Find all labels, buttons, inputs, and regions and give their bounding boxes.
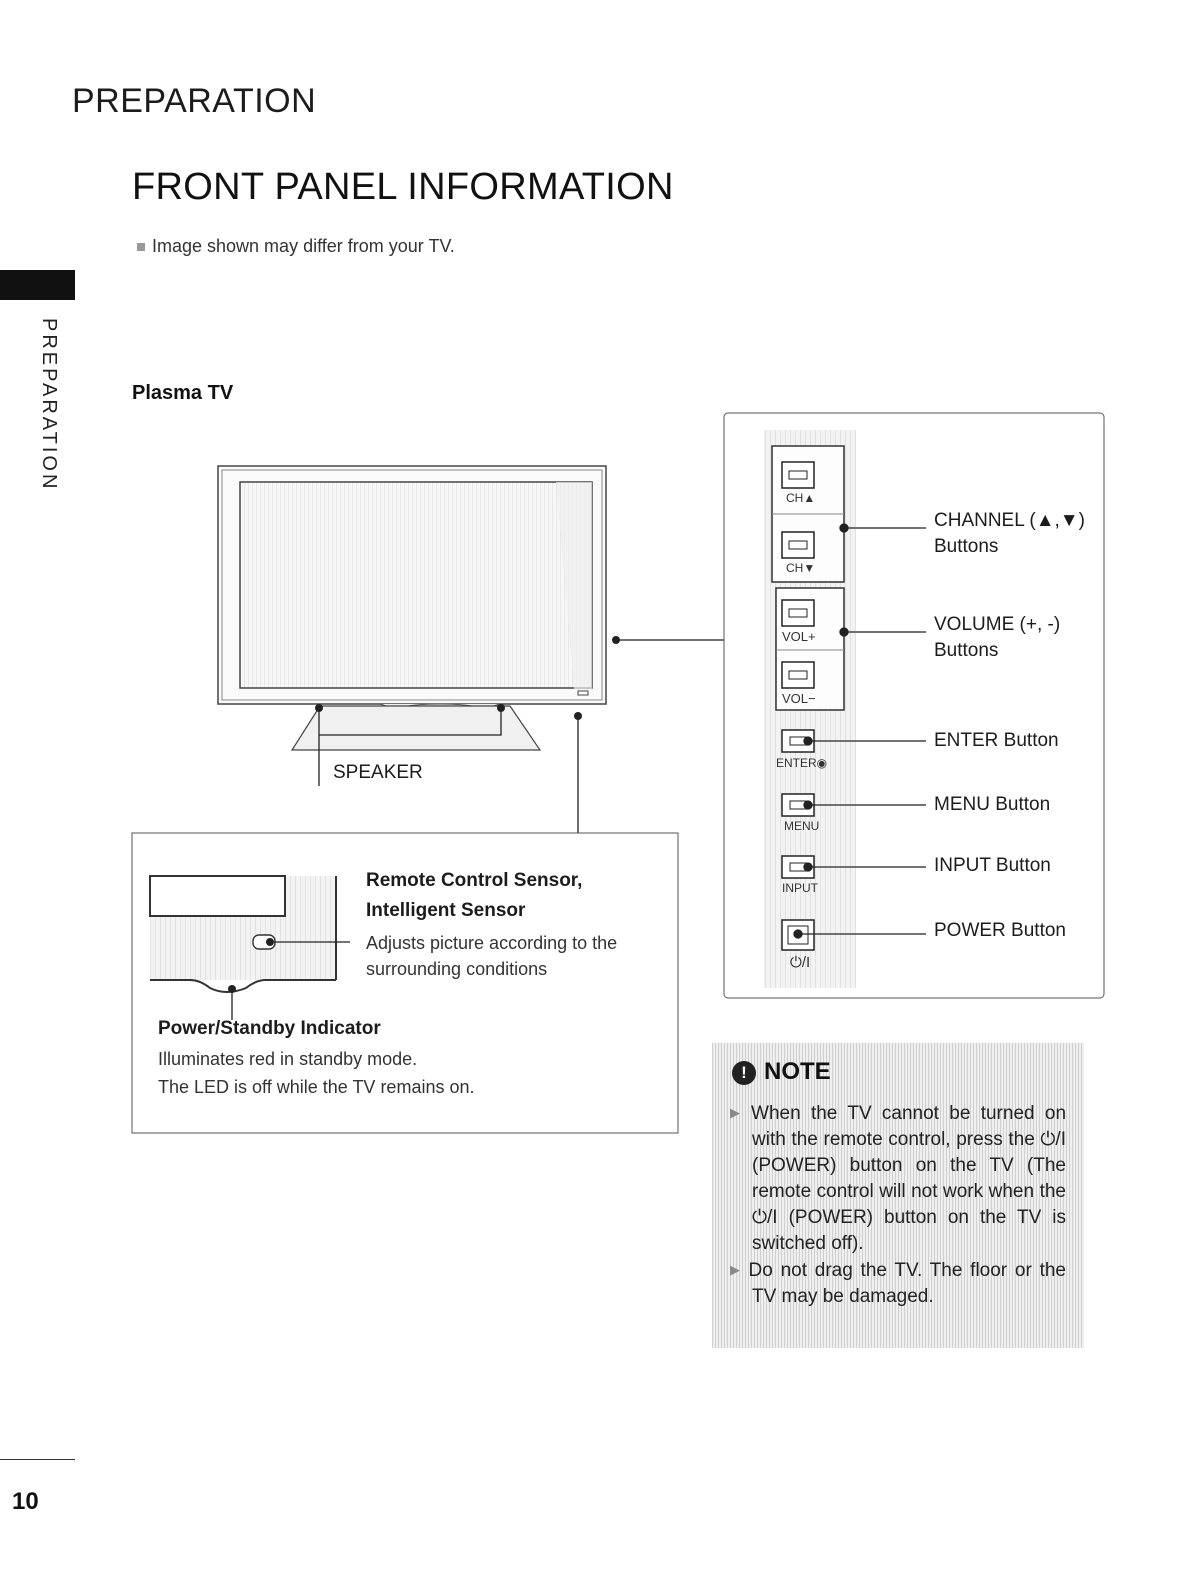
key-label-enter: ENTER◉ xyxy=(776,756,828,770)
enter-callout: ENTER Button xyxy=(934,730,1059,751)
triangle-bullet-icon: ▶ xyxy=(730,1262,743,1277)
disclaimer: Image shown may differ from your TV. xyxy=(137,236,455,257)
note-box xyxy=(712,1043,1084,1348)
tv-drawing xyxy=(217,465,724,833)
key-label-vol-down: VOL− xyxy=(782,691,816,706)
side-tab-label: PREPARATION xyxy=(38,318,60,492)
page-title: FRONT PANEL INFORMATION xyxy=(132,166,674,208)
side-tab-marker xyxy=(0,270,75,300)
indicator-title: Power/Standby Indicator xyxy=(158,1018,381,1039)
exclamation-icon: ! xyxy=(732,1060,756,1085)
page-number: 10 xyxy=(12,1488,39,1515)
sensor-desc-1: Adjusts picture according to the xyxy=(366,933,618,953)
volume-callout-2: Buttons xyxy=(934,640,999,661)
note-body: ▶ When the TV cannot be turned on with th… xyxy=(728,1100,1066,1310)
disclaimer-text: Image shown may differ from your TV. xyxy=(152,236,455,256)
key-label-power: ⏻/I xyxy=(790,954,811,971)
key-label-ch-down: CH▼ xyxy=(786,561,816,575)
sensor-title-1: Remote Control Sensor, xyxy=(366,870,583,891)
key-label-vol-up: VOL+ xyxy=(782,629,816,644)
sensor-closeup xyxy=(149,875,350,1020)
sensor-title-2: Intelligent Sensor xyxy=(366,900,526,921)
note-item-text: Do not drag the TV. The floor or the TV … xyxy=(748,1260,1067,1307)
power-callout: POWER Button xyxy=(934,920,1066,941)
channel-callout-2: Buttons xyxy=(934,536,999,557)
indicator-desc-2: The LED is off while the TV remains on. xyxy=(158,1077,475,1097)
triangle-bullet-icon: ▶ xyxy=(730,1105,746,1120)
tv-model-label: Plasma TV xyxy=(132,382,234,404)
panel-pointers xyxy=(793,523,926,939)
volume-callout-1: VOLUME (+, -) xyxy=(934,614,1061,635)
note-heading-text: NOTE xyxy=(764,1058,831,1085)
key-label-ch-up: CH▲ xyxy=(786,491,816,505)
speaker-label: SPEAKER xyxy=(333,762,423,783)
note-item: ▶ Do not drag the TV. The floor or the TV… xyxy=(730,1257,1067,1310)
section-title: PREPARATION xyxy=(72,82,317,120)
bullet-square-icon xyxy=(137,243,145,252)
input-callout: INPUT Button xyxy=(934,855,1051,876)
note-item-text: When the TV cannot be turned on with the… xyxy=(751,1103,1067,1254)
key-label-input: INPUT xyxy=(782,881,818,895)
note-item: ▶ When the TV cannot be turned on with th… xyxy=(730,1100,1067,1257)
footer-rule xyxy=(0,1459,75,1460)
key-label-menu: MENU xyxy=(784,819,820,833)
note-heading: ! NOTE xyxy=(732,1058,831,1086)
menu-callout: MENU Button xyxy=(934,794,1051,815)
channel-callout-1: CHANNEL (▲,▼) xyxy=(934,510,1085,531)
indicator-desc-1: Illuminates red in standby mode. xyxy=(158,1049,418,1069)
sensor-desc-2: surrounding conditions xyxy=(366,959,548,979)
